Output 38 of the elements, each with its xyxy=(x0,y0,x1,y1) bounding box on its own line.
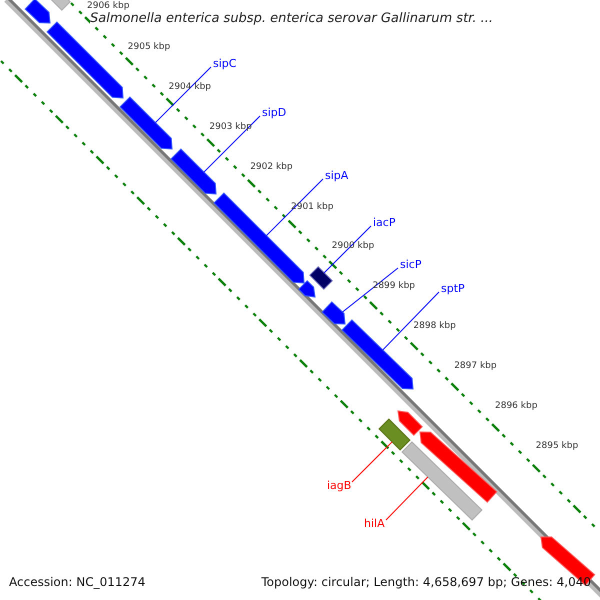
gene-feature xyxy=(322,301,346,325)
gene-feature xyxy=(119,96,173,150)
gene-feature xyxy=(309,266,333,290)
leader-line xyxy=(342,268,398,313)
leader-line xyxy=(386,476,428,520)
gene-feature xyxy=(24,0,51,24)
gene-feature xyxy=(46,21,124,99)
gene-label: sipA xyxy=(325,170,348,181)
scale-label: 2897 kbp xyxy=(454,362,497,372)
leader-line xyxy=(352,441,393,482)
scale-label: 2898 kbp xyxy=(413,322,456,332)
gene-label: sicP xyxy=(400,259,422,270)
scale-label: 2896 kbp xyxy=(495,402,538,411)
scale-label: 2904 kbp xyxy=(168,82,211,92)
gene-label: hilA xyxy=(364,518,385,529)
leader-line xyxy=(203,116,260,173)
gene-label: sipC xyxy=(213,58,236,69)
gene-feature xyxy=(298,280,316,298)
gene-feature xyxy=(401,441,483,521)
scale-label: 2895 kbp xyxy=(536,442,578,451)
gene-feature xyxy=(378,418,411,451)
accession-text: Accession: NC_011274 xyxy=(9,576,146,588)
leader-line xyxy=(266,178,324,236)
scale-label: 2902 kbp xyxy=(250,162,293,172)
gene-feature xyxy=(49,0,71,11)
gene-feature xyxy=(419,431,498,503)
gene-label: iacP xyxy=(373,217,396,228)
gene-label: sipD xyxy=(262,107,286,118)
leader-line xyxy=(154,66,212,124)
title: Salmonella enterica subsp. enterica serovar Gallinarum str. ... xyxy=(90,12,493,25)
leader-line xyxy=(382,292,440,350)
gene-feature xyxy=(170,148,217,195)
gene-label: iagB xyxy=(327,480,352,491)
gene-feature xyxy=(341,319,414,390)
gene-label: sptP xyxy=(441,283,465,294)
leader-line xyxy=(324,226,372,274)
gene-feature xyxy=(397,410,423,436)
scale-label: 2906 kbp xyxy=(87,2,130,11)
